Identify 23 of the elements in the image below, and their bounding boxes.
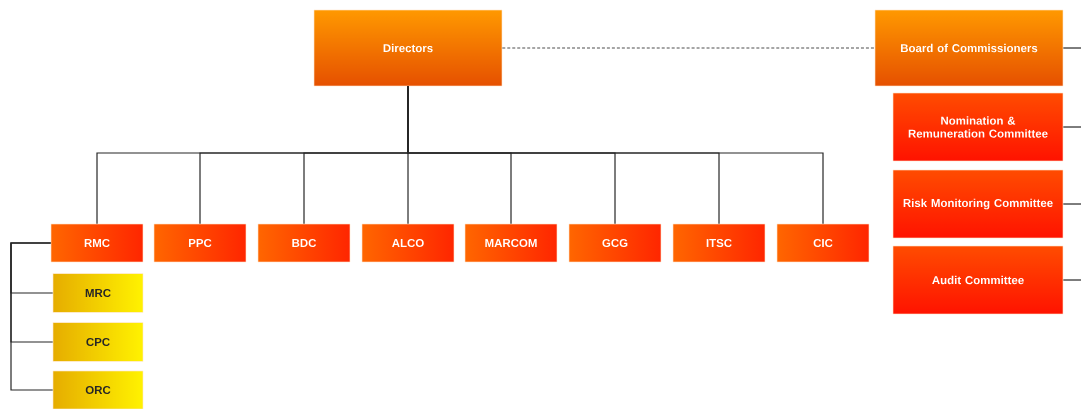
subcommittee-box: ORC: [52, 370, 144, 409]
committee-box: Risk Monitoring Committee: [892, 169, 1064, 239]
connector-line: [1062, 126, 1081, 128]
connector-line: [10, 242, 54, 391]
subcommittee-box: MRC: [52, 273, 144, 313]
committee-box: ITSC: [672, 223, 766, 263]
committee-box: MARCOM: [464, 223, 558, 263]
subcommittee-box: CPC: [52, 322, 144, 362]
connector-line: [501, 47, 876, 49]
top-box: Board of Commissioners: [874, 9, 1064, 87]
top-box: Directors: [313, 9, 503, 87]
committee-box: GCG: [568, 223, 662, 263]
connector-line: [407, 85, 824, 225]
connector-line: [1062, 279, 1081, 281]
committee-box: BDC: [257, 223, 351, 263]
committee-box: CIC: [776, 223, 870, 263]
connector-line: [1062, 47, 1081, 49]
connector-line: [1062, 203, 1081, 205]
committee-box: PPC: [153, 223, 247, 263]
committee-box: Audit Committee: [892, 245, 1064, 315]
committee-box: Nomination & Remuneration Committee: [892, 92, 1064, 162]
committee-box: RMC: [50, 223, 144, 263]
committee-box: ALCO: [361, 223, 455, 263]
